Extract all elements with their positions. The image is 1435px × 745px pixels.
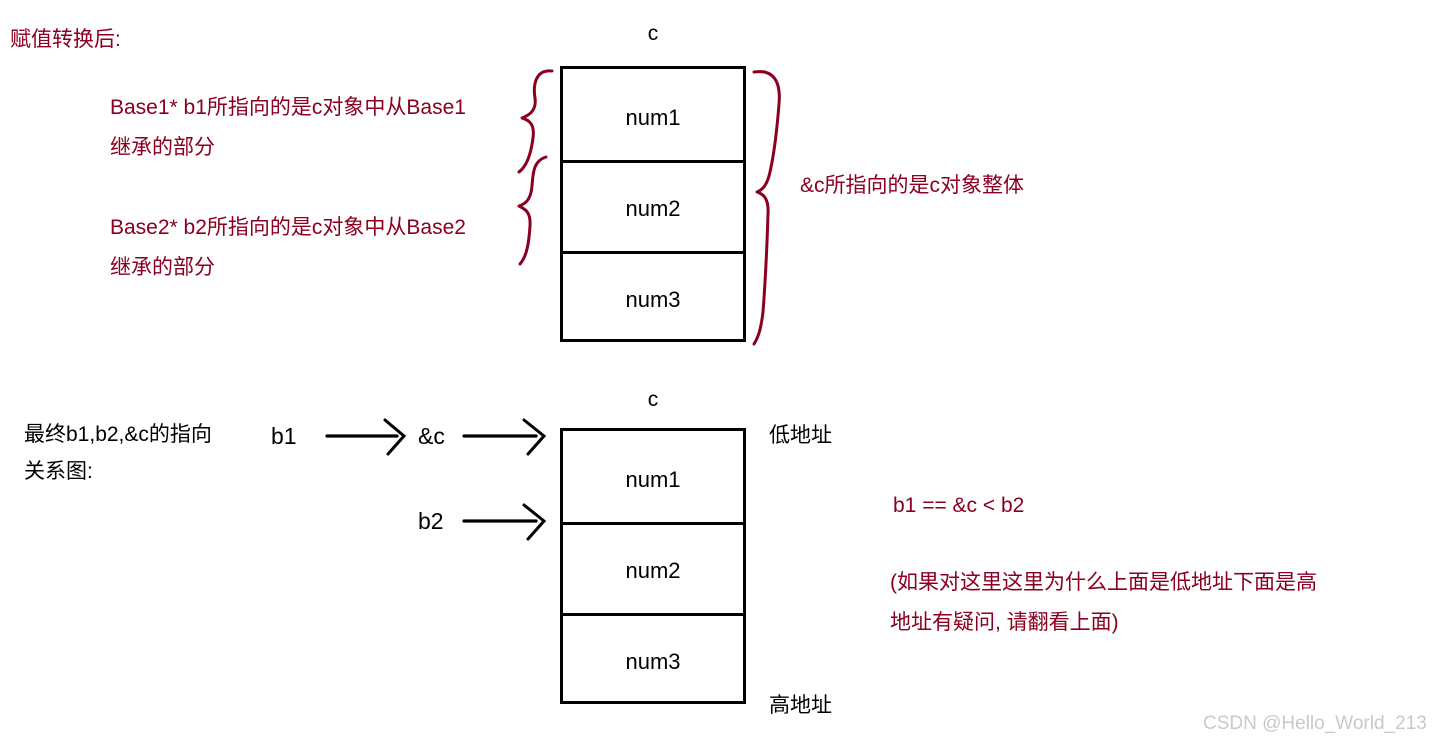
left-brace-group	[517, 69, 554, 266]
note-relation: b1 == &c < b2	[893, 494, 1025, 517]
annotation-base2-line2: 继承的部分	[110, 256, 215, 279]
bottom-struct-cell-num3: num3	[563, 613, 743, 701]
bottom-section-heading-line1: 最终b1,b2,&c的指向	[24, 423, 212, 446]
right-brace-whole-object	[752, 70, 781, 346]
top-section-heading: 赋值转换后:	[10, 28, 121, 51]
bottom-object-title: c	[647, 388, 659, 411]
bottom-struct-cell-num2: num2	[563, 522, 743, 613]
bottom-cell-label-num2: num2	[625, 558, 681, 583]
annotation-base1-line2: 继承的部分	[110, 136, 215, 159]
arrow-b1-to-ampc	[325, 418, 407, 456]
bottom-cell-label-num3: num3	[625, 649, 681, 674]
top-cell-label-num1: num1	[625, 105, 681, 130]
top-struct-cell-num1: num1	[563, 69, 743, 160]
top-struct-cell-num2: num2	[563, 160, 743, 251]
pointer-label-b2: b2	[418, 508, 444, 534]
bottom-cell-label-num1: num1	[625, 467, 681, 492]
bottom-struct-box: num1 num2 num3	[560, 428, 746, 704]
address-label-high: 高地址	[769, 694, 832, 717]
pointer-label-b1: b1	[271, 423, 297, 449]
annotation-whole-object: &c所指向的是c对象整体	[800, 174, 1025, 197]
bottom-struct-cell-num1: num1	[563, 431, 743, 522]
note-hint-line2: 地址有疑问, 请翻看上面)	[890, 611, 1119, 634]
arrow-b2-to-struct	[462, 503, 547, 541]
arrow-ampc-to-struct	[462, 418, 547, 456]
top-cell-label-num2: num2	[625, 196, 681, 221]
top-struct-box: num1 num2 num3	[560, 66, 746, 342]
address-label-low: 低地址	[769, 424, 832, 447]
annotation-base2-line1: Base2* b2所指向的是c对象中从Base2	[110, 216, 466, 239]
top-struct-cell-num3: num3	[563, 251, 743, 339]
csdn-watermark: CSDN @Hello_World_213	[1203, 713, 1427, 734]
annotation-base1-line1: Base1* b1所指向的是c对象中从Base1	[110, 96, 466, 119]
bottom-section-heading-line2: 关系图:	[24, 460, 93, 483]
top-cell-label-num3: num3	[625, 287, 681, 312]
top-object-title: c	[647, 22, 659, 45]
pointer-label-ampc: &c	[418, 423, 445, 449]
note-hint-line1: (如果对这里这里为什么上面是低地址下面是高	[890, 571, 1317, 594]
